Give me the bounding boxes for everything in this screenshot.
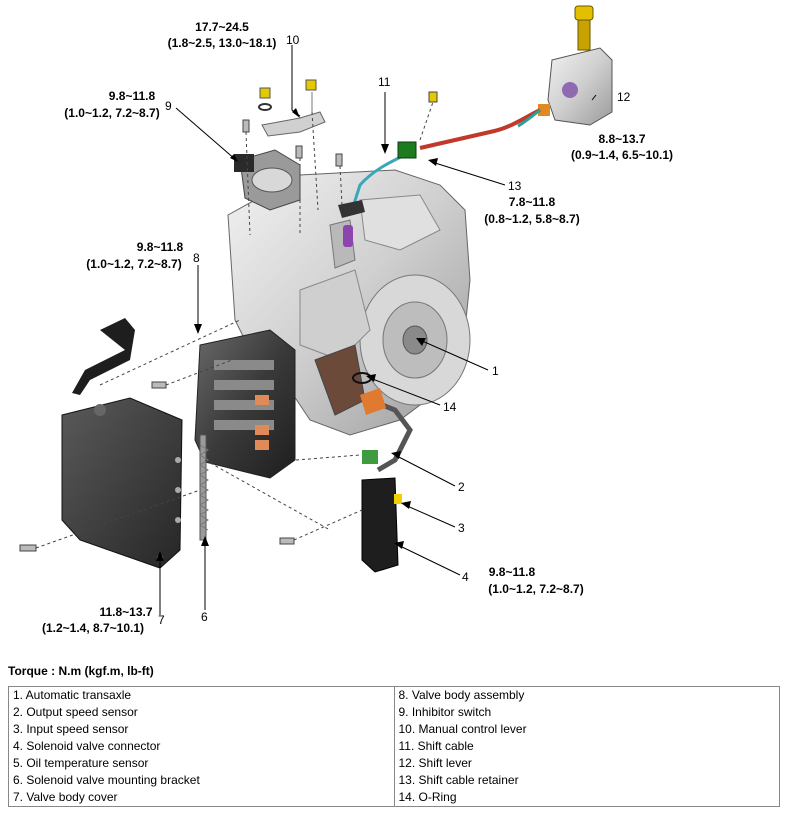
legend-row: 4. Solenoid valve connector 11. Shift ca… xyxy=(8,738,780,755)
torque-label-13-line1: 7.8~11.8 xyxy=(509,195,556,209)
callout-8: 8 xyxy=(193,251,200,265)
valve-body-assembly-part xyxy=(194,329,296,479)
callout-2: 2 xyxy=(458,480,465,494)
torque-label-4-line1: 9.8~11.8 xyxy=(489,565,536,579)
legend-item: 6. Solenoid valve mounting bracket xyxy=(8,772,395,789)
torque-unit-title: Torque : N.m (kgf.m, lb-ft) xyxy=(8,664,154,678)
legend-row: 1. Automatic transaxle 8. Valve body ass… xyxy=(8,686,780,704)
torque-label-12-line1: 8.8~13.7 xyxy=(598,132,645,146)
solenoid-bracket-part xyxy=(199,434,209,541)
legend-item: 4. Solenoid valve connector xyxy=(8,738,395,755)
torque-label-8-line1: 9.8~11.8 xyxy=(137,240,184,254)
torque-label-9-line1: 9.8~11.8 xyxy=(109,89,156,103)
torque-label-12-line2: (0.9~1.4, 6.5~10.1) xyxy=(571,148,673,162)
legend-item: 9. Inhibitor switch xyxy=(393,704,780,721)
legend-item: 14. O-Ring xyxy=(393,789,780,807)
callout-4: 4 xyxy=(462,570,469,584)
exploded-transaxle-diagram: 17.7~24.5 (1.8~2.5, 13.0~18.1) 9.8~11.8 … xyxy=(19,5,673,635)
legend-item: 1. Automatic transaxle xyxy=(8,686,395,704)
callout-12: 12 xyxy=(617,90,631,104)
torque-label-7-line1: 11.8~13.7 xyxy=(99,605,152,619)
legend-item: 5. Oil temperature sensor xyxy=(8,755,395,772)
legend-item: 8. Valve body assembly xyxy=(393,686,780,704)
legend-row: 6. Solenoid valve mounting bracket 13. S… xyxy=(8,772,780,789)
torque-label-8-line2: (1.0~1.2, 7.2~8.7) xyxy=(86,257,181,271)
valve-body-cover-part xyxy=(61,318,183,569)
legend-item: 11. Shift cable xyxy=(393,738,780,755)
callout-3: 3 xyxy=(458,521,465,535)
legend-item: 13. Shift cable retainer xyxy=(393,772,780,789)
torque-label-13-line2: (0.8~1.2, 5.8~8.7) xyxy=(484,212,579,226)
callout-11: 11 xyxy=(378,75,391,89)
torque-label-10-line1: 17.7~24.5 xyxy=(195,20,249,34)
callout-10: 10 xyxy=(286,33,300,47)
callout-9: 9 xyxy=(165,99,172,113)
legend-row: 3. Input speed sensor 10. Manual control… xyxy=(8,721,780,738)
legend-item: 12. Shift lever xyxy=(393,755,780,772)
callout-13: 13 xyxy=(508,179,522,193)
callout-7: 7 xyxy=(158,613,165,627)
assembly-lines xyxy=(35,101,434,549)
legend-row: 7. Valve body cover 14. O-Ring xyxy=(8,789,780,807)
parts-legend-table: 1. Automatic transaxle 8. Valve body ass… xyxy=(8,686,780,807)
sensor-harness-part xyxy=(360,388,413,573)
leader-lines xyxy=(159,45,597,615)
callout-1: 1 xyxy=(492,364,499,378)
legend-row: 2. Output speed sensor 9. Inhibitor swit… xyxy=(8,704,780,721)
legend-item: 10. Manual control lever xyxy=(393,721,780,738)
shift-lever-part xyxy=(538,5,613,126)
legend-item: 2. Output speed sensor xyxy=(8,704,395,721)
legend-item: 3. Input speed sensor xyxy=(8,721,395,738)
leader-arrowheads xyxy=(156,108,438,561)
inhibitor-switch-part xyxy=(234,149,301,211)
legend-row: 5. Oil temperature sensor 12. Shift leve… xyxy=(8,755,780,772)
torque-label-7-line2: (1.2~1.4, 8.7~10.1) xyxy=(42,621,144,635)
shift-cable-part xyxy=(338,108,541,247)
torque-label-9-line2: (1.0~1.2, 7.2~8.7) xyxy=(64,106,159,120)
legend-item: 7. Valve body cover xyxy=(8,789,395,807)
torque-label-10-line2: (1.8~2.5, 13.0~18.1) xyxy=(168,36,277,50)
torque-label-4-line2: (1.0~1.2, 7.2~8.7) xyxy=(488,582,583,596)
callout-6: 6 xyxy=(201,610,208,624)
callout-14: 14 xyxy=(443,400,457,414)
